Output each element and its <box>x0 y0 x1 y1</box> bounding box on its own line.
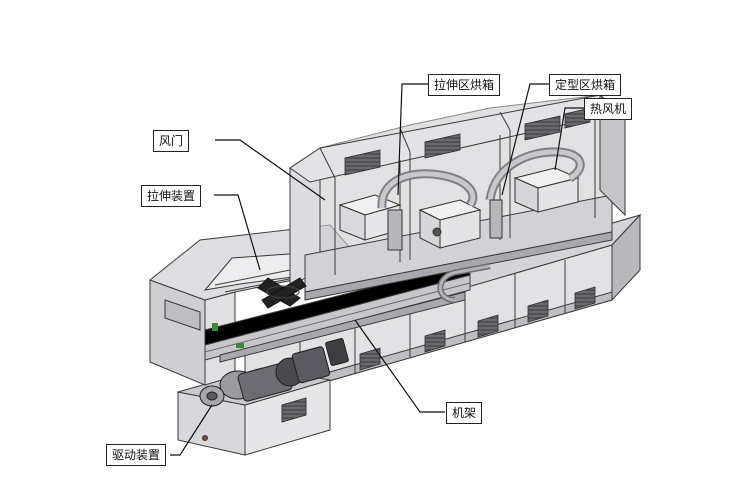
stretching-device <box>257 277 307 309</box>
label-stretching-zone-oven: 拉伸区烘箱 <box>428 74 501 96</box>
rail-beam <box>204 261 471 363</box>
base-vents <box>359 286 596 371</box>
hot-air-units <box>338 147 585 251</box>
label-setting-zone-oven: 定型区烘箱 <box>549 74 622 96</box>
status-light-2 <box>212 323 218 331</box>
label-frame: 机架 <box>446 402 483 424</box>
label-drive-device: 驱动装置 <box>106 444 167 466</box>
label-hot-air-fan: 热风机 <box>584 98 633 120</box>
drive-motor <box>199 338 349 407</box>
leader-lines <box>170 83 584 456</box>
status-light <box>236 343 244 348</box>
cable-carrier <box>437 263 491 303</box>
label-stretching-device: 拉伸装置 <box>141 185 202 207</box>
oven-vents <box>344 107 591 176</box>
label-air-damper: 风门 <box>153 130 190 152</box>
